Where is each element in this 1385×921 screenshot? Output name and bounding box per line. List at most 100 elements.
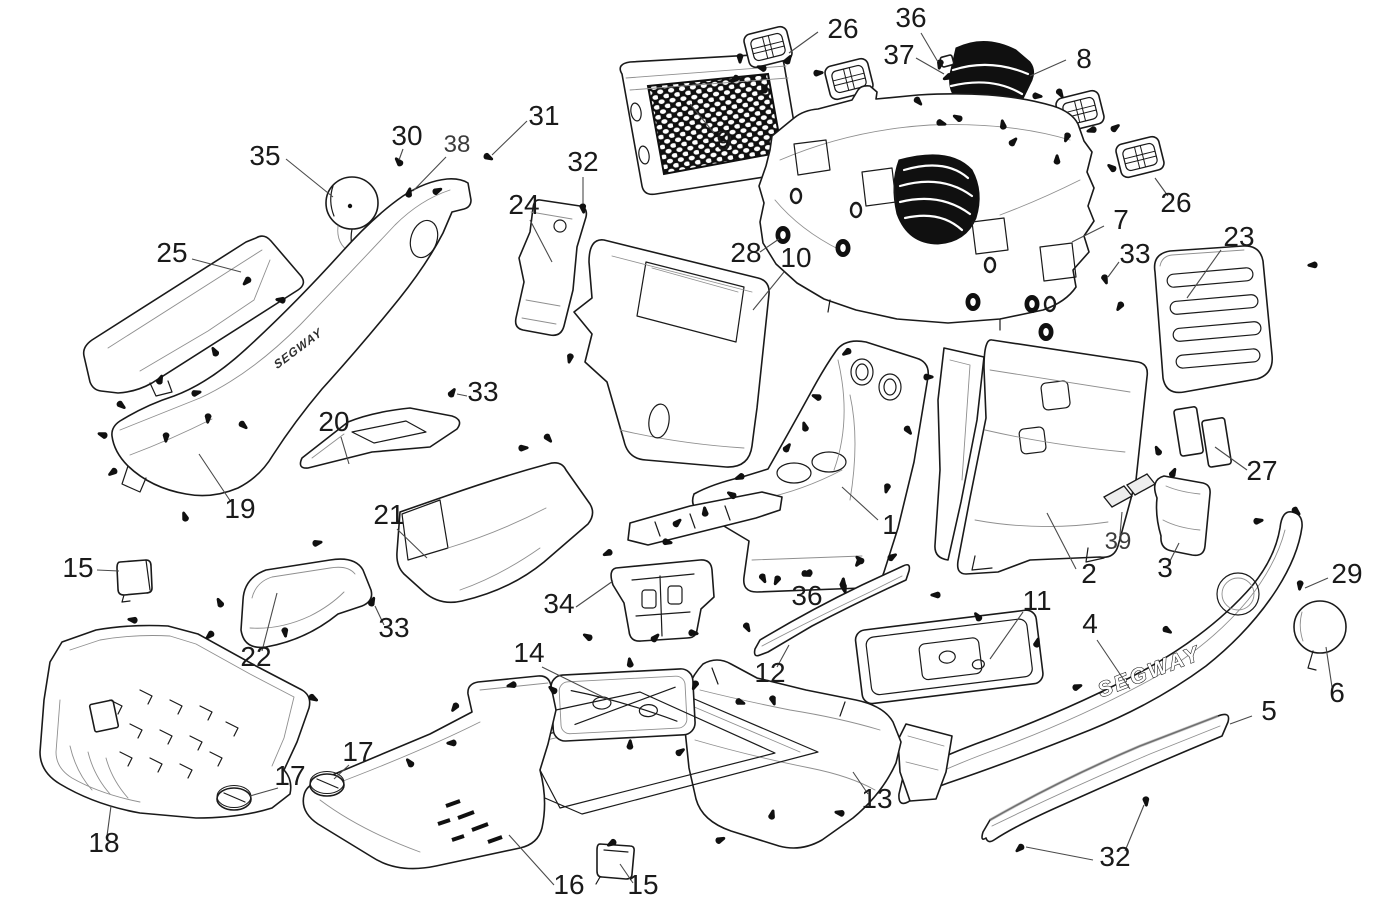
callout-32: 32: [1025, 804, 1145, 872]
leader-line: [333, 764, 350, 780]
leader-line: [1304, 577, 1329, 589]
screw-fastener: [405, 187, 412, 198]
leader-line: [1154, 177, 1169, 197]
callout-4: 4: [1082, 608, 1131, 690]
part-20-drawing: [299, 407, 461, 469]
leader-line: [340, 436, 350, 465]
screw-fastener: [1307, 261, 1318, 269]
screw-fastener: [1154, 445, 1163, 456]
leader-line: [852, 771, 869, 795]
callout-label-21: 21: [373, 499, 404, 530]
screw-fastener: [1072, 684, 1083, 691]
leader-line: [1029, 59, 1067, 77]
screw-fastener: [1055, 88, 1064, 99]
leader-line: [1169, 542, 1180, 562]
screw-fastener: [999, 119, 1007, 130]
callout-label-15: 15: [62, 552, 93, 583]
callout-label-37: 37: [883, 39, 914, 70]
callout-3: 3: [1157, 542, 1180, 583]
leader-line: [1096, 639, 1131, 690]
callout-12: 12: [754, 644, 790, 688]
callout-label-6: 6: [1329, 677, 1345, 708]
grommet: [775, 226, 791, 244]
callout-label-19: 19: [224, 493, 255, 524]
callout-30: 30: [391, 120, 423, 161]
screw-fastener: [736, 53, 744, 64]
screw-fastener: [802, 421, 809, 432]
callout-label-3: 3: [1157, 552, 1173, 583]
screw-fastener: [582, 633, 593, 642]
part-5-drawing: [981, 713, 1230, 843]
leader-line: [1119, 511, 1123, 536]
callout-5: 5: [1229, 695, 1277, 726]
leader-line: [989, 611, 1024, 660]
callout-37: 37: [883, 39, 945, 75]
screw-fastener: [281, 627, 289, 638]
callout-26: 26: [788, 13, 859, 54]
callout-8: 8: [1029, 43, 1092, 77]
callout-34: 34: [543, 580, 614, 619]
callout-label-26: 26: [827, 13, 858, 44]
screw-fastener: [801, 570, 812, 577]
callout-label-26: 26: [1160, 187, 1191, 218]
part-21-drawing: [396, 462, 594, 604]
screw-fastener: [974, 612, 983, 622]
callout-label-32: 32: [1099, 841, 1130, 872]
screw-fastener: [211, 346, 220, 357]
part-12-drawing: [753, 564, 911, 657]
part-2-drawing: [934, 339, 1149, 575]
callout-label-23: 23: [1223, 221, 1254, 252]
screw-fastener: [156, 374, 164, 385]
screw-fastener: [451, 702, 460, 712]
screw-fastener: [238, 420, 248, 430]
screw-fastener: [447, 388, 456, 398]
callout-14: 14: [513, 637, 612, 702]
leader-line: [920, 32, 939, 63]
screw-fastener: [756, 65, 767, 72]
callout-15: 15: [619, 863, 659, 900]
part-27-drawing: [1173, 406, 1232, 468]
leader-line: [508, 834, 555, 886]
leader-line: [1107, 261, 1120, 278]
screw-fastener: [834, 809, 845, 817]
callout-label-35: 35: [249, 140, 280, 171]
callout-label-25: 25: [156, 237, 187, 268]
callout-1: 1: [841, 486, 898, 540]
callout-label-33: 33: [378, 612, 409, 643]
screw-fastener: [773, 575, 782, 586]
callout-18: 18: [88, 805, 120, 858]
screw-fastener: [742, 622, 751, 633]
callout-label-30: 30: [391, 120, 422, 151]
callout-label-13: 13: [861, 783, 892, 814]
part-19-drawing: SEGWAY: [111, 178, 472, 497]
part-17-plug-drawing: [309, 771, 345, 797]
screw-fastener: [1107, 164, 1117, 173]
leader-line: [374, 605, 385, 626]
callout-35: 35: [249, 140, 334, 198]
callout-25: 25: [156, 237, 242, 273]
screw-fastener: [242, 276, 252, 286]
callout-label-28: 28: [730, 237, 761, 268]
leader-line: [249, 787, 279, 797]
part-14-drawing: [451, 668, 819, 815]
leader-line: [1214, 446, 1248, 471]
screw-fastener: [367, 596, 376, 607]
screw-fastener: [783, 55, 792, 65]
screw-fastener: [813, 69, 824, 77]
screw-fastener: [432, 187, 443, 196]
callout-23: 23: [1186, 221, 1255, 299]
screw-fastener: [842, 347, 852, 356]
callout-9: 9: [689, 103, 732, 156]
part-16-drawing: [302, 675, 776, 870]
leader-line: [841, 486, 879, 521]
screw-fastener: [1110, 124, 1120, 133]
callout-label-18: 18: [88, 827, 119, 858]
screw-fastener: [1086, 126, 1097, 133]
screw-fastener: [602, 549, 613, 557]
callout-label-39: 39: [1105, 528, 1132, 555]
part-39-drawing: [1103, 473, 1156, 508]
leader-line: [776, 644, 790, 668]
screw-fastener: [1116, 301, 1125, 311]
callout-label-24: 24: [508, 189, 539, 220]
callout-label-36: 36: [791, 580, 822, 611]
